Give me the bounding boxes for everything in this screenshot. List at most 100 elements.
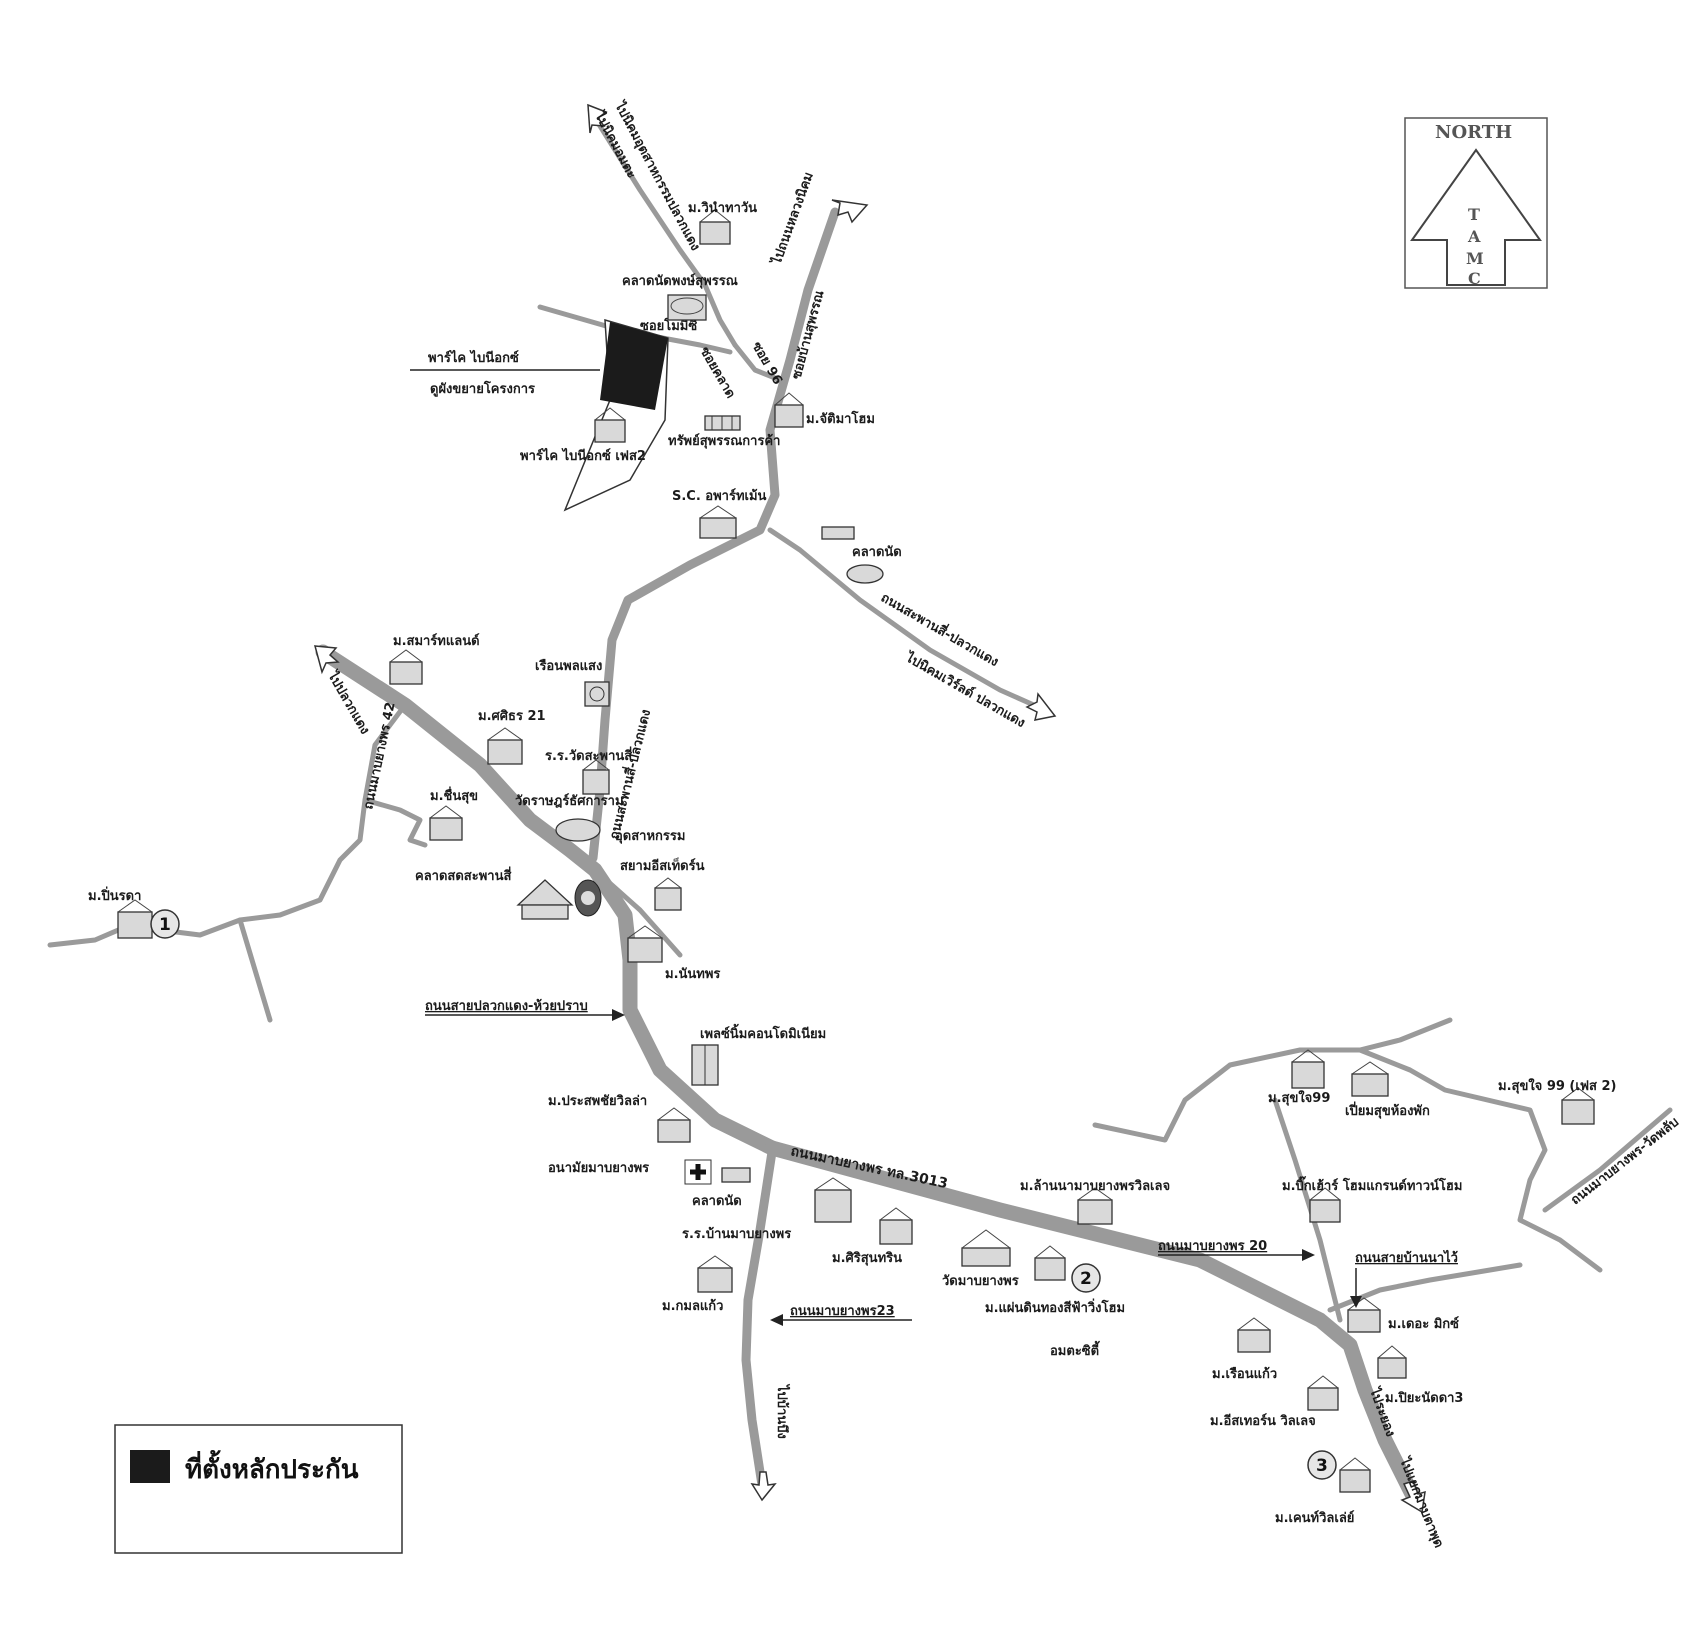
house-icon — [774, 392, 804, 428]
north-title: NORTH — [1435, 122, 1512, 143]
place-label-p10: ม.สมาร์ทแลนด์ — [393, 633, 480, 649]
place-label-p11: เรือนพลแสง — [535, 658, 602, 674]
arrow-north-left — [587, 103, 608, 134]
road-3013 — [764, 1140, 1423, 1508]
shop-icon — [821, 526, 855, 540]
north-letter-m: M — [1466, 249, 1484, 268]
place-label-p12: ม.ศศิธร 21 — [478, 709, 546, 724]
road-right-sap — [1327, 1262, 1523, 1313]
road-20 — [1272, 1097, 1343, 1323]
temple-icon — [961, 1229, 1011, 1267]
house-icon — [667, 294, 707, 321]
label-pointers — [425, 1009, 1362, 1326]
place-label-p30: ม.กมลแก้ว — [662, 1298, 723, 1314]
house-icon — [389, 649, 423, 685]
condo-icon — [691, 1044, 719, 1086]
place-label-p28: ม.แผ่นดินทองสีฟ้าวิ่งโฮม — [985, 1298, 1125, 1316]
marker-3: 3 — [1307, 1450, 1337, 1480]
arrow-southeast — [1400, 1480, 1426, 1514]
place-label-p35: ม.บิ๊กเฮ้าร์ โฮมแกรนด์ทาวน์โฮม — [1282, 1176, 1462, 1194]
house-icon — [117, 899, 153, 939]
place-label-p3: พาร์ไค ไบนีอกซ์ — [428, 349, 519, 366]
road-label-20: ถนนมาบยางพร 20 — [1158, 1239, 1267, 1254]
arrow-east-upper — [1025, 692, 1057, 721]
market-icon — [721, 1167, 751, 1183]
house-icon — [699, 209, 731, 245]
house-icon — [1077, 1187, 1113, 1225]
house-icon — [594, 407, 626, 443]
place-label-p9: คลาดนัด — [852, 545, 902, 560]
road-network — [47, 107, 1673, 1508]
hospital-icon — [684, 1159, 712, 1185]
place-label-p4: ดูผังขยายโครงการ — [430, 380, 535, 397]
road-label-sap-ban: ถนนสายบ้านนาไว้ — [1355, 1249, 1458, 1266]
road-23 — [741, 1147, 777, 1490]
road-north-link — [732, 342, 783, 383]
place-label-p23: อนามัยมาบยางพร — [548, 1161, 649, 1176]
house-icon — [627, 925, 663, 963]
market-icon — [846, 564, 884, 584]
road-42-spur — [237, 917, 273, 1023]
legend-label: ที่ตั้งหลักประกัน — [185, 1449, 359, 1485]
place-label-p2: คลาดนัดพงษ์สุพรรณ — [622, 273, 738, 289]
marker-2: 2 — [1071, 1263, 1101, 1293]
place-label-p15: อุดสาหกรรม — [615, 829, 685, 844]
school-icon — [582, 759, 610, 795]
house-icon — [1307, 1375, 1339, 1411]
house-icon — [487, 727, 523, 765]
place-label-p6: ทรัพย์สุพรรณการค้า — [668, 433, 780, 449]
house-icon — [697, 1255, 733, 1293]
place-label-p24: คลาดนัด — [692, 1194, 742, 1209]
arrow-northwest — [313, 645, 340, 675]
legend-swatch — [130, 1450, 170, 1483]
place-label-p39: ม.อีสเทอร์น วิลเลจ — [1210, 1413, 1316, 1429]
numbered-markers: 1 2 3 — [150, 909, 1337, 1480]
road-saphansi-south — [592, 867, 683, 958]
subject-property: พาร์ไค ไบนีอกซ์ ดูผังขยายโครงการ — [410, 318, 669, 512]
house-icon — [879, 1207, 913, 1245]
road-label-to-wat: ไปนิคมเวิร์ลด์ ปลวกแดง — [901, 648, 1028, 731]
arrow-south — [750, 1471, 777, 1502]
house-icon — [1351, 1061, 1389, 1097]
place-label-p17: ม.ชื่นสุข — [430, 786, 478, 804]
place-label-p34: ม.สุขใจ 99 (เฟส 2) — [1498, 1077, 1616, 1094]
road-label-23: ถนนมาบยางพร23 — [790, 1304, 895, 1319]
place-label-p21: เพลซ์นิ้มคอนโดมิเนียม — [700, 1023, 826, 1042]
road-label-soi-96: ซอย 96 — [749, 340, 785, 388]
house-icon — [1237, 1317, 1271, 1353]
place-label-p14: วัดราษฎร์ธัศการาม — [515, 793, 624, 809]
house-icon — [1377, 1345, 1407, 1379]
house-icon — [1309, 1187, 1341, 1223]
north-arrow-icon — [1410, 148, 1542, 286]
road-east-upper — [767, 527, 1048, 713]
road-42-loop — [362, 797, 428, 848]
place-label-p37: ม.เรือนแก้ว — [1212, 1366, 1277, 1382]
north-letter-t: T — [1468, 205, 1480, 224]
svg-text:2: 2 — [1080, 1269, 1092, 1289]
road-42 — [47, 702, 408, 948]
temple-icon — [584, 681, 610, 707]
house-icon — [657, 1107, 691, 1143]
svg-text:1: 1 — [159, 915, 171, 935]
house-icon — [429, 805, 463, 841]
road-label-mab-yang-right: ถนนมาบยางพร-วัดพลับ — [1568, 1115, 1682, 1208]
place-label-p36: ม.เดอะ มิกซ์ — [1388, 1316, 1459, 1332]
direction-arrows — [313, 103, 1426, 1514]
landmark-icon — [574, 879, 602, 917]
road-right-top — [1357, 1017, 1453, 1053]
place-label-p25: ร.ร.บ้านมาบยางพร — [682, 1226, 791, 1242]
place-label-p38: ม.ปิยะนัดดา3 — [1385, 1391, 1463, 1406]
road-label-42: ถนนมาบยางพร 42 — [361, 701, 398, 811]
place-label-p5: พาร์ไค ไบนีอกซ์ เฟส2 — [520, 447, 646, 464]
place-label-p22: ม.ประสพชัยวิลล่า — [548, 1094, 647, 1109]
factory-icon — [654, 877, 682, 911]
road-north-left — [587, 107, 738, 348]
house-icon — [1561, 1087, 1595, 1125]
collateral-block — [600, 322, 668, 410]
place-label-p27: วัดมาบยางพร — [942, 1274, 1019, 1289]
svg-text:3: 3 — [1316, 1456, 1328, 1476]
legend: ที่ตั้งหลักประกัน — [114, 1424, 403, 1554]
shop-icon — [704, 415, 741, 431]
house-icon — [699, 505, 737, 539]
